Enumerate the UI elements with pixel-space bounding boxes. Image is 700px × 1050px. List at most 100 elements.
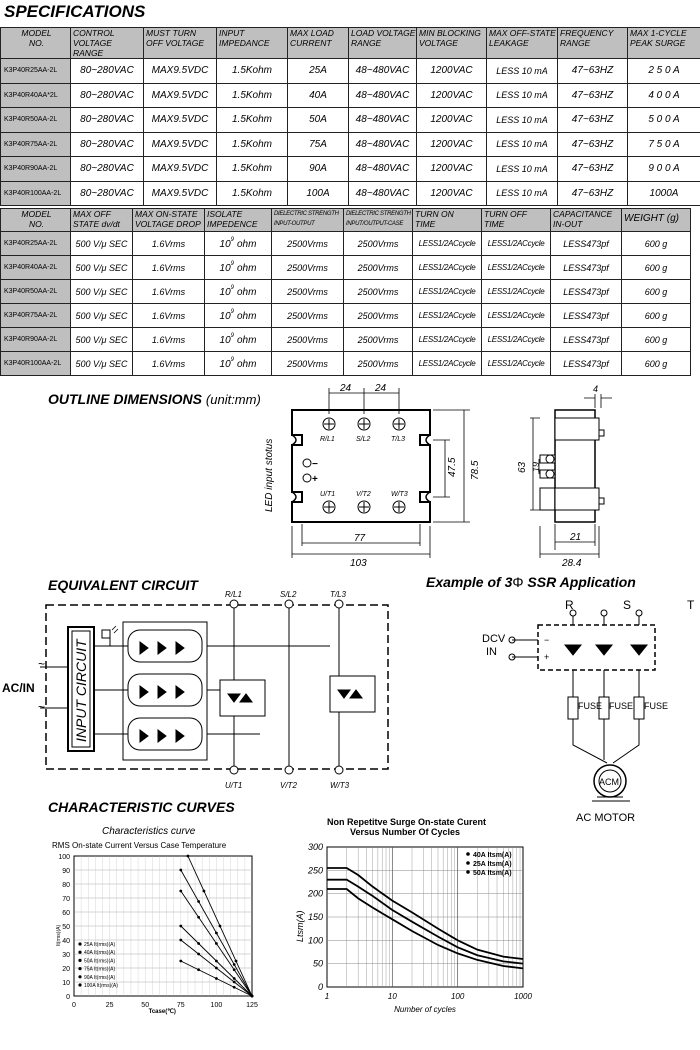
series-marker [179, 959, 183, 963]
dim-h-inner: 47.5 [447, 457, 458, 477]
terminal-label: T/L3 [391, 436, 405, 443]
table-cell: LESS473pf [550, 231, 622, 256]
table-cell: 2500Vrms [271, 351, 344, 376]
table-cell: LESS 10 mA [486, 58, 558, 84]
series-line [327, 888, 524, 970]
phase-s: S [623, 598, 631, 612]
x-tick-label: 10 [388, 992, 397, 1001]
model-cell: K3P40R100AA-2L [0, 351, 71, 376]
table-cell: 2500Vrms [271, 327, 344, 352]
column-header-line: MAX ON-STATE [135, 209, 198, 220]
dim-side-total: 28.4 [561, 558, 582, 569]
column-header-line: RANGE [351, 38, 382, 48]
column-header-line: IMPEDANCE [219, 38, 270, 48]
table-cell: 1.6Vrms [132, 303, 205, 328]
impedance-base: 10 [219, 311, 231, 322]
table-cell: 1.6Vrms [132, 231, 205, 256]
y-tick-label: 0 [318, 982, 323, 992]
table-cell: 500 V/μ SEC [70, 303, 133, 328]
series-marker [250, 994, 254, 998]
table-cell: 2500Vrms [343, 231, 413, 256]
column-header-line: PEAK SURGE [630, 38, 686, 48]
table-cell: 2500Vrms [271, 255, 344, 280]
impedance-exponent: 9 [230, 285, 234, 291]
series-marker [232, 977, 236, 980]
y-tick-label: 50 [62, 924, 70, 931]
series-marker [215, 966, 218, 970]
column-header-line: LEAKAGE [489, 38, 529, 48]
table-cell: 2500Vrms [343, 279, 413, 304]
table-cell: 48~480VAC [348, 107, 417, 133]
series-marker [234, 959, 238, 963]
terminal-screw-icon [302, 417, 406, 514]
legend-entry: 50A Itsm(A) [473, 870, 512, 877]
y-axis-label: It(rms)(A) [56, 925, 62, 946]
dim-side-gap: 19 [531, 462, 541, 472]
equivalent-title: EQUIVALENT CIRCUIT [48, 577, 198, 593]
y-tick-label: 100 [58, 854, 70, 861]
table-cell: 80~280VAC [70, 82, 144, 108]
dim-w-inner: 77 [354, 533, 366, 544]
table-cell: 47~63HZ [557, 131, 628, 157]
table-cell: 1.5Kohm [216, 107, 288, 133]
table-cell: 600 g [621, 327, 691, 352]
dim-w-outer: 103 [350, 558, 367, 569]
table-cell: 47~63HZ [557, 82, 628, 108]
table-cell: MAX9.5VDC [143, 107, 217, 133]
triac-icon [563, 644, 649, 656]
column-header-line: DIELECTRIC STRENGTH [346, 211, 411, 217]
table-cell: LESS1/2ACcycle [481, 327, 551, 352]
series-marker [179, 924, 183, 928]
column-header-line: VOLTAGE DROP [135, 219, 201, 229]
column-header-line: OFF VOLTAGE [146, 38, 205, 48]
app-minus: − [544, 635, 549, 645]
table-cell: 25A [287, 58, 349, 84]
table-cell: 1.6Vrms [132, 351, 205, 376]
table-cell: 47~63HZ [557, 180, 628, 206]
table-cell: 80~280VAC [70, 58, 144, 84]
table-cell: 48~480VAC [348, 58, 417, 84]
impedance-exponent: 9 [230, 309, 234, 315]
table-cell: LESS473pf [550, 351, 622, 376]
legend-entry: 75A It(rms)(A) [84, 967, 115, 973]
legend-marker [78, 958, 82, 962]
table-cell: 1200VAC [416, 156, 487, 182]
series-marker [197, 942, 201, 945]
y-tick-label: 30 [62, 952, 70, 959]
table-cell: 48~480VAC [348, 180, 417, 206]
model-cell: K3P40R100AA-2L [0, 180, 71, 206]
ac-in-label: AC/IN [2, 681, 35, 695]
table-cell: 48~480VAC [348, 82, 417, 108]
y-tick-label: 60 [62, 910, 70, 917]
impedance-base: 10 [219, 263, 231, 274]
column-header-line: MIN BLOCKING [419, 28, 481, 39]
circuit-top-label: S/L2 [280, 590, 297, 599]
legend-entry: 40A Itsm(A) [473, 852, 512, 859]
model-cell: K3P40R50AA-2L [0, 107, 71, 133]
model-cell: K3P40R25AA-2L [0, 231, 71, 256]
model-cell: K3P40R90AA-2L [0, 327, 71, 352]
table-cell: 600 g [621, 255, 691, 280]
impedance-unit: ohm [237, 335, 257, 346]
model-cell: K3P40R25AA-2L [0, 58, 71, 84]
table-cell: 1.5Kohm [216, 82, 288, 108]
series-marker [232, 963, 236, 966]
y-tick-label: 0 [66, 994, 70, 1001]
table-cell: 80~280VAC [70, 156, 144, 182]
table-cell: 4 0 0 A [627, 82, 700, 108]
application-diagram: R S T DCV IN − + FUSE FUSE FUSE ACM AC M… [482, 598, 695, 824]
column-header-line: TIME [415, 219, 436, 229]
table-cell: 1000A [627, 180, 700, 206]
